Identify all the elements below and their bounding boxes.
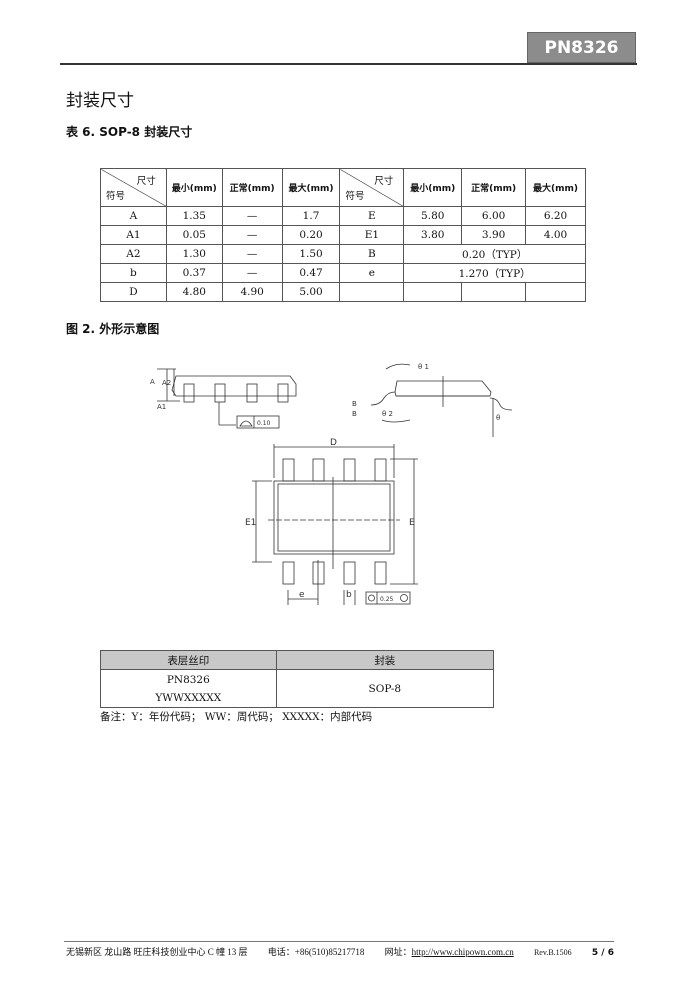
label-A1: A1 xyxy=(157,403,166,411)
footer-web-link[interactable]: http://www.chipown.com.cn xyxy=(411,947,514,957)
corner-bottom: 符号 xyxy=(106,191,126,202)
footer-address: 无锡新区 龙山路 旺庄科技创业中心 C 幢 13 层 xyxy=(66,947,248,957)
col-header: 最大(mm) xyxy=(281,168,341,207)
end-view: θ 1 θ 2 θ B B xyxy=(352,363,513,437)
footer-web-label: 网址： xyxy=(384,947,412,957)
header-divider xyxy=(60,63,637,65)
cell: 0.20（TYP） xyxy=(403,244,586,264)
package-cell: SOP-8 xyxy=(275,669,495,708)
footer-divider xyxy=(64,941,614,942)
footer-phone: 电话：+86(510)85217718 xyxy=(267,947,365,957)
cell: 0.05 xyxy=(165,225,223,245)
marking-line: YWWXXXXX xyxy=(155,691,222,704)
table-caption: 表 6. SOP-8 封装尺寸 xyxy=(66,125,193,139)
label-e: e xyxy=(299,590,305,600)
footer-web: 网址：http://www.chipown.com.cn xyxy=(385,945,514,958)
label-theta2: θ 2 xyxy=(382,410,393,418)
label-b: b xyxy=(346,590,352,600)
cell: 1.7 xyxy=(281,206,341,226)
label-E1: E1 xyxy=(245,518,256,528)
cell: 5.00 xyxy=(281,282,341,302)
cell: E1 xyxy=(339,225,405,245)
footer-revision: Rev.B.1506 xyxy=(533,948,572,957)
col-header: 表层丝印 xyxy=(100,650,277,670)
marking-note: 备注：Y：年份代码； WW：周代码； XXXXX：内部代码 xyxy=(100,711,373,723)
cell: 0.47 xyxy=(281,263,341,283)
label-flatness: 0.10 xyxy=(257,420,271,427)
cell: 3.80 xyxy=(403,225,463,245)
corner-bottom: 符号 xyxy=(345,191,365,202)
label-A: A xyxy=(150,378,155,386)
cell: 6.00 xyxy=(461,206,527,226)
footer: 无锡新区 龙山路 旺庄科技创业中心 C 幢 13 层 电话：+86(510)85… xyxy=(66,945,614,958)
label-A2: A2 xyxy=(162,379,171,387)
cell xyxy=(525,282,586,302)
top-view: D E1 E e b 0.25 xyxy=(245,438,418,605)
section-title: 封装尺寸 xyxy=(66,91,134,111)
label-E: E xyxy=(409,518,415,528)
cell xyxy=(403,282,463,302)
table-header-row: 表层丝印 封装 xyxy=(100,650,495,670)
page-number: 5 / 6 xyxy=(591,948,614,958)
marking-line: PN8326 xyxy=(166,673,210,686)
corner-top: 尺寸 xyxy=(374,176,394,187)
label-theta1: θ 1 xyxy=(418,363,429,371)
label-theta: θ xyxy=(496,414,500,422)
cell: 1.35 xyxy=(165,206,223,226)
part-number-badge: PN8326 xyxy=(527,32,636,63)
side-view: A A2 A1 0.10 xyxy=(150,368,297,429)
col-header: 封装 xyxy=(275,650,495,670)
corner-cell: 尺寸符号 xyxy=(100,168,167,207)
cell: 4.90 xyxy=(221,282,283,302)
label-B: B xyxy=(352,410,357,418)
label-position-tolerance: 0.25 xyxy=(380,596,394,603)
corner-cell: 尺寸符号 xyxy=(339,168,405,207)
cell: 4.80 xyxy=(165,282,223,302)
corner-top: 尺寸 xyxy=(136,176,156,187)
top-pins xyxy=(282,458,387,482)
bottom-pins xyxy=(282,561,387,585)
col-header: 最大(mm) xyxy=(525,168,586,207)
col-header: 最小(mm) xyxy=(165,168,223,207)
dimension-table: 尺寸符号 最小(mm) 正常(mm) 最大(mm) 尺寸符号 最小(mm) 正常… xyxy=(100,168,586,302)
label-D: D xyxy=(330,438,337,448)
col-header: 最小(mm) xyxy=(403,168,463,207)
figure-caption: 图 2. 外形示意图 xyxy=(66,322,160,336)
table-header-row: 尺寸符号 最小(mm) 正常(mm) 最大(mm) 尺寸符号 最小(mm) 正常… xyxy=(100,168,586,207)
label-B: B xyxy=(352,400,357,408)
